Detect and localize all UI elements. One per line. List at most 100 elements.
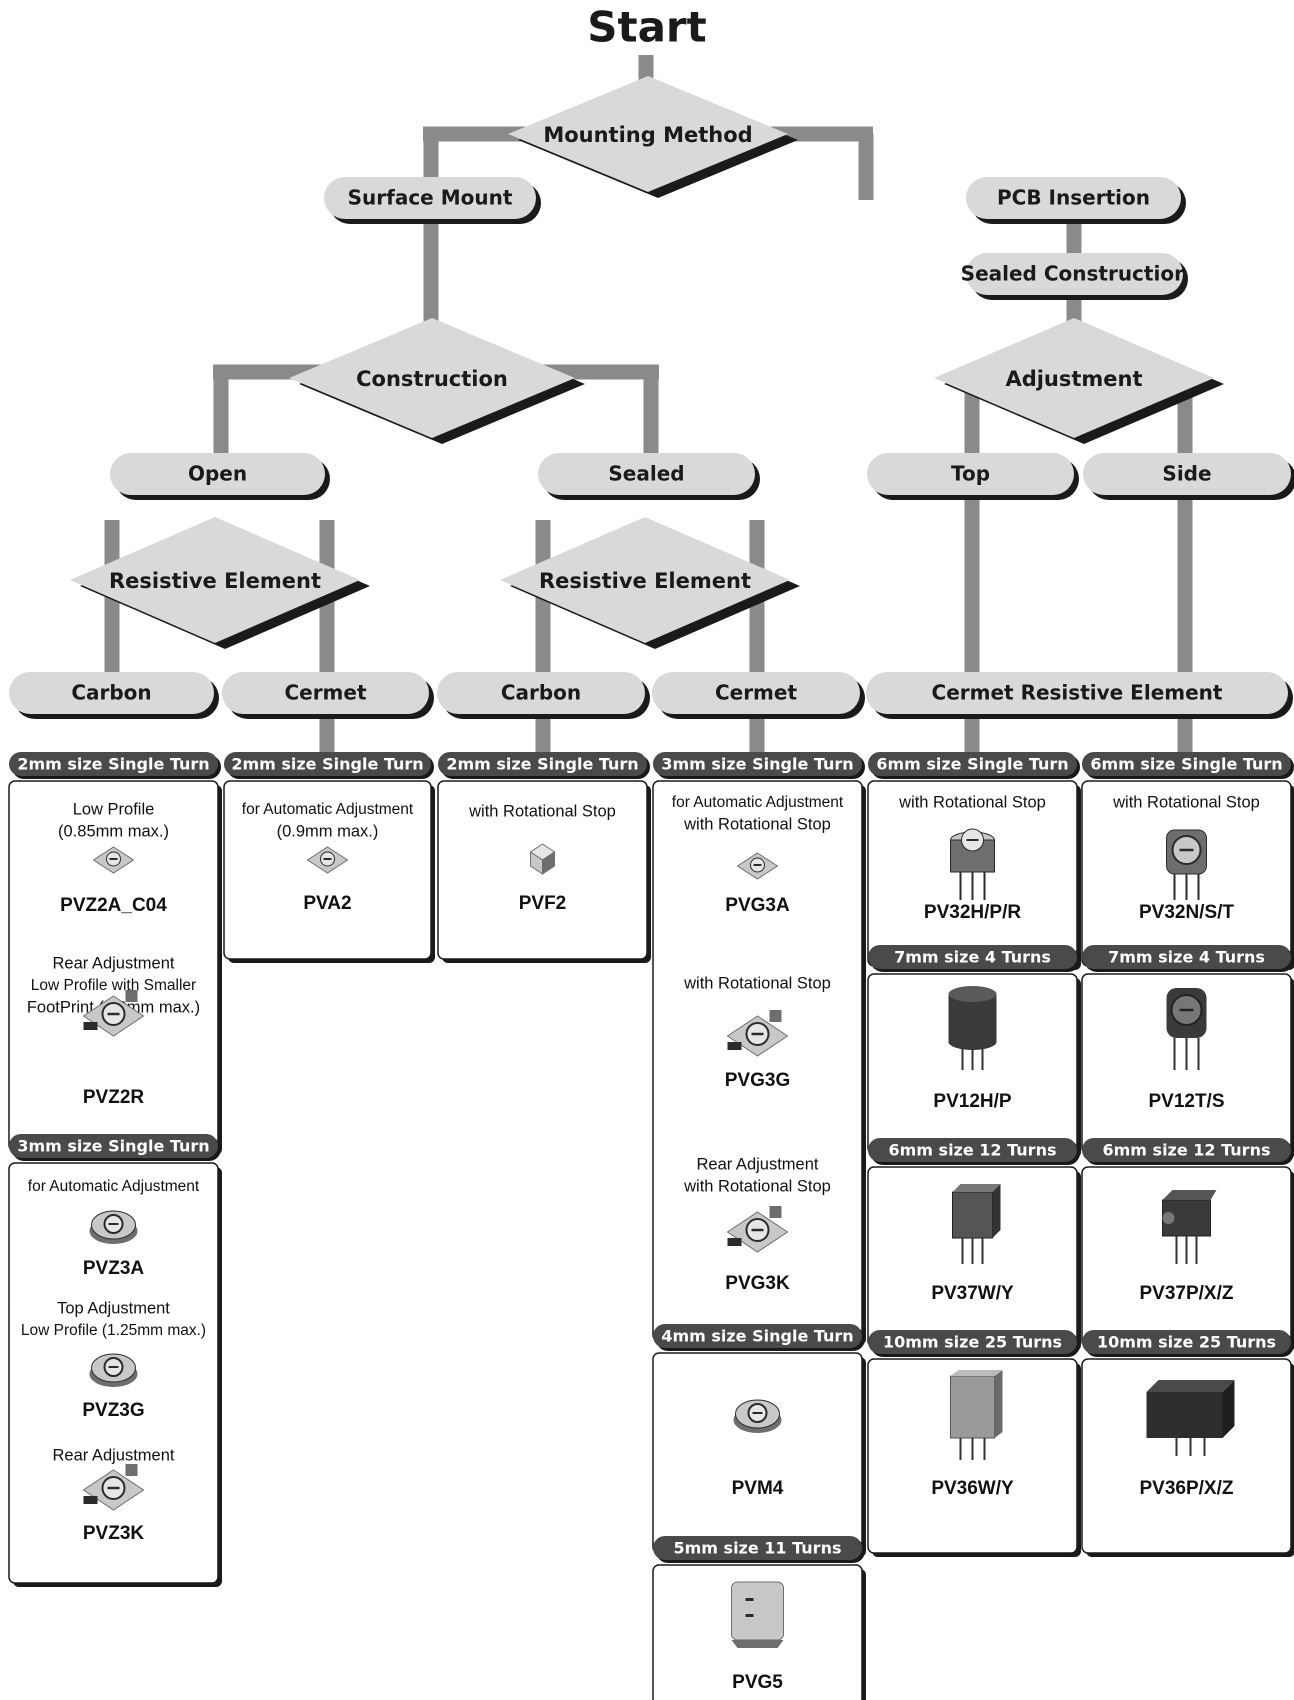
product-image [1166, 988, 1207, 1070]
product-header: 6mm size 12 Turns [868, 1138, 1080, 1165]
connector-bar [749, 520, 765, 760]
product-description: Rear Adjustment [53, 1446, 175, 1464]
product-description: for Automatic Adjustment [28, 1178, 200, 1195]
decision-adjustment: Adjustment [934, 318, 1224, 444]
product-header-label: 6mm size 12 Turns [1103, 1141, 1271, 1160]
product-header-label: 2mm size Single Turn [231, 755, 423, 774]
product-item: PVM4 [732, 1399, 784, 1499]
pill-shape [966, 253, 1183, 295]
product-image [726, 1206, 789, 1253]
option-surface-mount: Surface Mount [324, 177, 541, 224]
pill-shape [867, 453, 1074, 495]
diamond-shape [500, 517, 790, 643]
product-description: for Automatic Adjustment [242, 801, 414, 818]
product-description: (0.9mm max.) [277, 822, 379, 840]
product-header: 3mm size Single Turn [653, 752, 865, 779]
product-code: PVZ2A_C04 [60, 895, 167, 916]
decision-resistive-element-open: Resistive Element [70, 517, 370, 649]
product-description: Low Profile [73, 800, 155, 818]
pill-shape [1083, 453, 1291, 495]
pill-shape [222, 672, 429, 714]
option-carbon-sealed: Carbon [437, 672, 650, 719]
option-label: Carbon [71, 681, 151, 705]
product-header-label: 10mm size 25 Turns [1097, 1333, 1276, 1352]
product-header: 6mm size Single Turn [1082, 752, 1294, 779]
product-description: Low Profile (1.25mm max.) [21, 1322, 206, 1339]
option-label: Sealed Construction [961, 262, 1189, 286]
option-label: Cermet [284, 681, 367, 705]
product-header: 2mm size Single Turn [9, 752, 221, 779]
pill-shape [324, 177, 536, 219]
decision-label: Resistive Element [539, 569, 751, 593]
product-header-label: 3mm size Single Turn [661, 755, 853, 774]
product-header-label: 7mm size 4 Turns [894, 948, 1051, 967]
product-description: with Rotational Stop [683, 815, 831, 833]
product-image [1166, 829, 1207, 900]
pill-shape [538, 453, 755, 495]
option-label: Sealed [608, 462, 684, 486]
pill-shape [966, 177, 1181, 219]
product-description: with Rotational Stop [683, 974, 831, 992]
product-code: PV12T/S [1148, 1091, 1224, 1112]
product-code: PVF2 [519, 893, 567, 914]
product-item: Low Profile (0.85mm max.) PVZ2A_C04 [58, 800, 169, 916]
product-code: PVZ3G [82, 1400, 144, 1421]
product-header: 10mm size 25 Turns [868, 1330, 1080, 1357]
product-description: Low Profile with Smaller [31, 977, 196, 994]
option-label: Cermet Resistive Element [932, 681, 1223, 705]
connector-bar [319, 520, 335, 760]
product-image [82, 990, 145, 1037]
decision-mounting-method: Mounting Method [508, 76, 798, 198]
connector-bar [104, 520, 120, 690]
product-item: PV36W/Y [931, 1370, 1014, 1499]
product-image [726, 1010, 789, 1057]
product-item: PVG5 [731, 1581, 784, 1693]
product-header: 3mm size Single Turn [9, 1134, 221, 1161]
product-code: PVZ2R [83, 1087, 145, 1108]
option-label: Side [1162, 462, 1211, 486]
product-code: PVG5 [732, 1672, 783, 1693]
option-cermet-sealed: Cermet [652, 672, 865, 719]
product-item: PV36P/X/Z [1140, 1380, 1235, 1499]
product-image [950, 1370, 1003, 1460]
diamond-shape [508, 76, 788, 192]
product-image [950, 828, 995, 900]
product-image [306, 846, 349, 874]
option-sealed-construction: Sealed Construction [961, 253, 1189, 300]
product-code: PV36P/X/Z [1140, 1478, 1234, 1499]
decision-construction: Construction [289, 318, 585, 444]
pill-shape [9, 672, 214, 714]
product-image [92, 846, 135, 874]
product-header: 2mm size Single Turn [224, 752, 434, 779]
product-box [1081, 1358, 1292, 1554]
product-description: (0.85mm max.) [58, 822, 169, 840]
product-header: 6mm size Single Turn [868, 752, 1080, 779]
option-label: Open [188, 462, 247, 486]
product-code: PVA2 [303, 893, 351, 914]
option-label: Cermet [715, 681, 798, 705]
product-item: for Automatic Adjustment (0.9mm max.) PVA2 [242, 801, 414, 914]
decision-label: Adjustment [1005, 367, 1142, 391]
product-image [82, 1464, 145, 1511]
option-sealed: Sealed [538, 453, 760, 500]
product-group: 6mm size Single Turn with Rotational Stop… [1081, 752, 1294, 970]
option-label: Carbon [501, 681, 581, 705]
diamond-shape [70, 517, 360, 643]
decision-label: Mounting Method [543, 123, 752, 147]
